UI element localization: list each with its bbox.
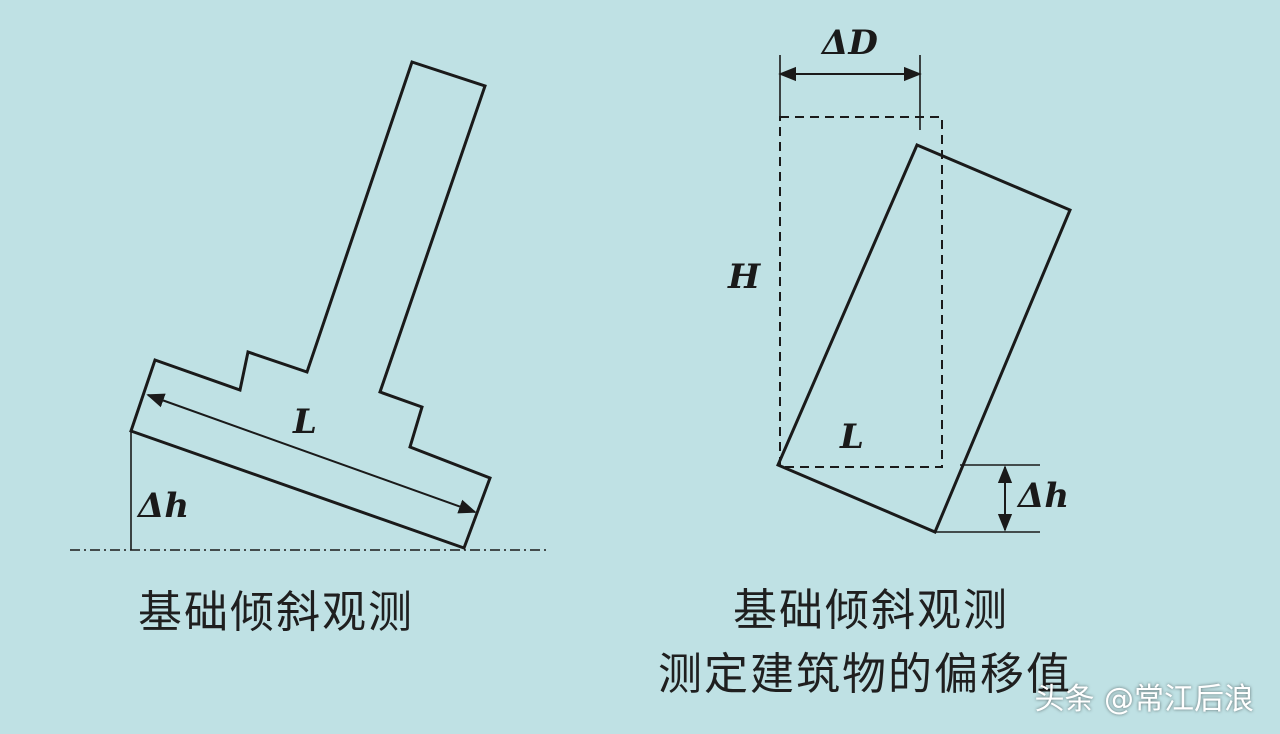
offset-label: ΔD — [820, 23, 878, 63]
left-foundation-diagram: L Δh — [70, 60, 548, 551]
right-length-label: L — [839, 417, 864, 457]
tilted-foundation-outline — [129, 60, 492, 550]
right-offset-diagram: ΔD H L Δh — [727, 23, 1072, 534]
left-height-diff-label: Δh — [136, 486, 189, 526]
watermark: 头条 @常江后浪 — [1034, 682, 1254, 717]
length-dimension-arrow — [146, 393, 477, 514]
left-length-label: L — [292, 402, 317, 442]
original-position-dashed — [779, 116, 943, 468]
right-height-diff-label: Δh — [1016, 476, 1069, 516]
right-caption-line1: 基础倾斜观测 — [733, 585, 1009, 636]
tilted-building-outline — [776, 143, 1072, 534]
right-caption-line2: 测定建筑物的偏移值 — [658, 649, 1072, 700]
left-caption: 基础倾斜观测 — [138, 587, 414, 638]
height-label: H — [727, 257, 762, 297]
